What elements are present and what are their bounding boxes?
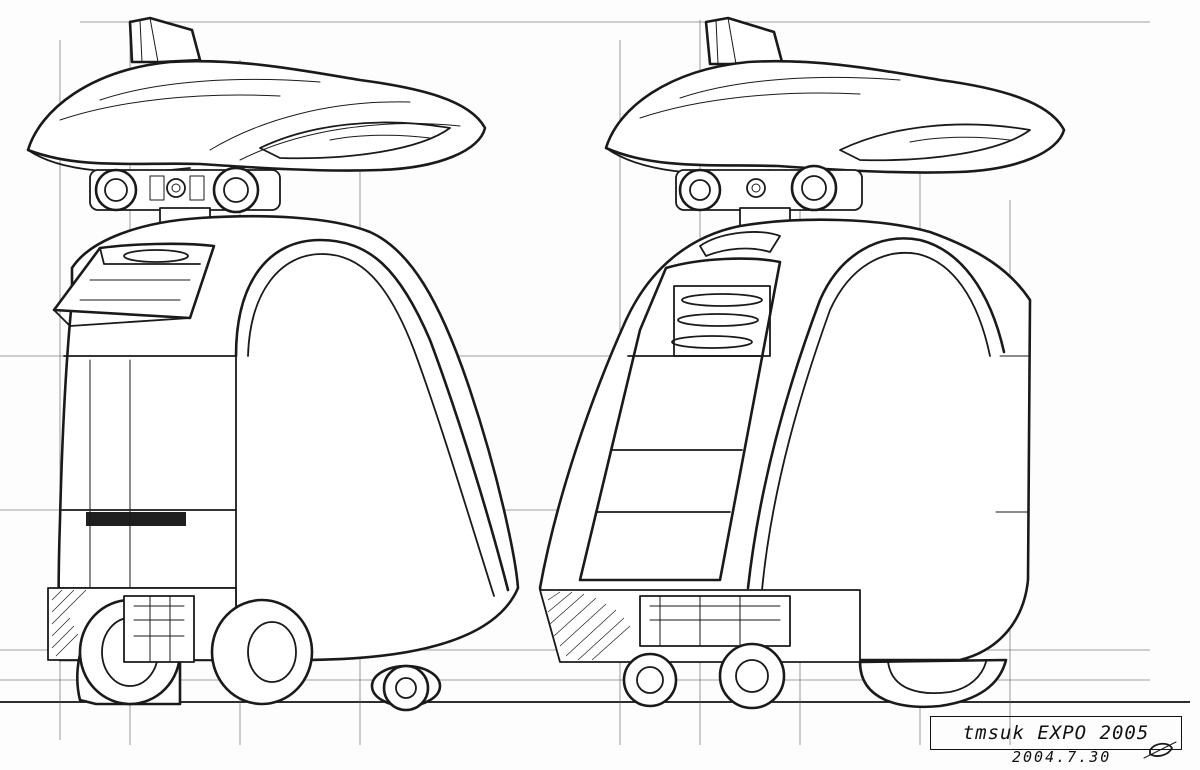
right-vent-slot-2 [677,313,759,327]
left-head-dome [26,59,487,172]
left-body-shell [57,214,520,662]
right-vent-slot-3 [671,335,753,349]
caption-box: tmsuk EXPO 2005 [930,716,1182,750]
right-arch-panel [746,237,1006,590]
caption-text: tmsuk EXPO 2005 [962,722,1150,744]
left-front-stripe [86,512,186,526]
left-display-console [52,242,216,320]
left-arch-panel [234,238,510,592]
left-wheels [76,595,442,712]
left-robot-sketch [26,16,520,712]
right-head-dome [604,59,1066,174]
right-camera-cluster [675,164,863,231]
signature-mark-icon [1143,741,1177,759]
left-camera-cluster [89,166,281,231]
date-text: 2004.7.30 [1012,748,1112,766]
left-display-slot [123,249,189,263]
right-vent-slot-1 [681,293,763,307]
right-robot-sketch [538,16,1066,710]
right-wheels [622,595,1008,710]
